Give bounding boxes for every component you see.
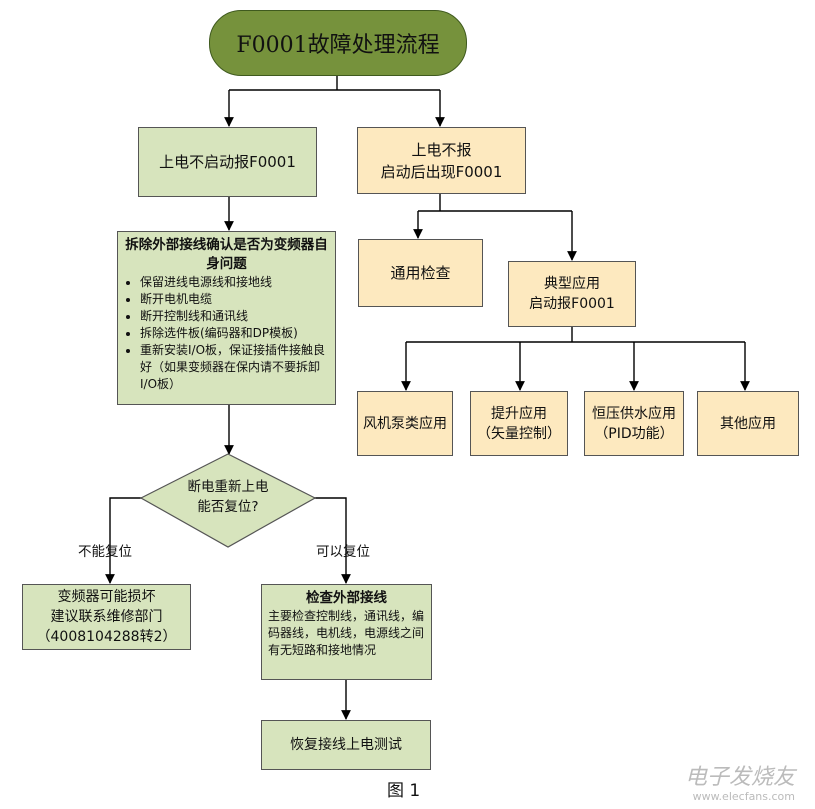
check-external-body: 主要检查控制线，通讯线，编码器线，电机线，电源线之间有无短路和接地情况 xyxy=(268,609,425,657)
check-remove-box: 拆除外部接线确认是否为变频器自身问题 保留进线电源线和接地线 断开电机电缆 断开… xyxy=(117,231,336,405)
damaged-line3: （4008104288转2） xyxy=(36,629,177,645)
app-fan-pump-box: 风机泵类应用 xyxy=(357,391,453,456)
general-check-label: 通用检查 xyxy=(390,264,451,282)
list-item: 保留进线电源线和接地线 xyxy=(140,274,329,291)
list-item: 断开控制线和通讯线 xyxy=(140,308,329,325)
edge-label-no: 不能复位 xyxy=(78,544,132,560)
connector-start-split xyxy=(229,74,440,91)
app-constant-pressure-box: 恒压供水应用 （PID功能） xyxy=(584,391,684,456)
app-sublabel: （PID功能） xyxy=(594,425,674,442)
list-item: 拆除选件板(编码器和DP模板) xyxy=(140,325,329,342)
damaged-line2: 建议联系维修部门 xyxy=(50,609,163,625)
app-other-box: 其他应用 xyxy=(697,391,799,456)
list-item: 重新安装I/O板，保证接插件接触良好（如果变频器在保内请不要拆卸I/O板） xyxy=(140,342,329,393)
app-label: 其他应用 xyxy=(720,415,776,432)
app-hoist-box: 提升应用 （矢量控制） xyxy=(470,391,568,456)
connector-apps-split xyxy=(406,327,745,343)
app-sublabel: （矢量控制） xyxy=(477,425,561,442)
right-branch-box: 上电不报 启动后出现F0001 xyxy=(357,127,526,194)
edge-label-yes: 可以复位 xyxy=(316,544,370,560)
check-remove-list: 保留进线电源线和接地线 断开电机电缆 断开控制线和通讯线 拆除选件板(编码器和D… xyxy=(124,274,329,393)
decision-diamond xyxy=(139,453,317,548)
watermark-main: 电子发烧友 xyxy=(684,765,795,790)
connector-right-split xyxy=(418,194,572,212)
list-item: 断开电机电缆 xyxy=(140,291,329,308)
check-external-title: 检查外部接线 xyxy=(306,590,387,606)
start-label: F0001故障处理流程 xyxy=(236,33,440,58)
typical-app-line2: 启动报F0001 xyxy=(529,296,615,312)
app-label: 风机泵类应用 xyxy=(363,415,447,432)
decision-line1: 断电重新上电 xyxy=(187,479,269,495)
typical-app-line1: 典型应用 xyxy=(544,276,600,292)
app-label: 恒压供水应用 xyxy=(592,405,676,422)
right-branch-line2: 启动后出现F0001 xyxy=(380,162,503,181)
restore-label: 恢复接线上电测试 xyxy=(290,737,402,753)
left-branch-box: 上电不启动报F0001 xyxy=(138,127,317,197)
restore-box: 恢复接线上电测试 xyxy=(261,720,431,770)
check-remove-title: 拆除外部接线确认是否为变频器自身问题 xyxy=(125,237,328,272)
watermark-sub: www.elecfans.com xyxy=(692,790,795,803)
decision-line2: 能否复位? xyxy=(197,499,259,515)
watermark: 电子发烧友 www.elecfans.com xyxy=(684,765,795,804)
app-label: 提升应用 xyxy=(491,405,547,422)
start-node: F0001故障处理流程 xyxy=(209,10,467,76)
damaged-line1: 变频器可能损坏 xyxy=(57,589,156,605)
figure-caption: 图 1 xyxy=(387,781,421,801)
general-check-box: 通用检查 xyxy=(358,239,483,307)
damaged-box: 变频器可能损坏 建议联系维修部门 （4008104288转2） xyxy=(22,584,191,650)
decision-label: 断电重新上电 能否复位? xyxy=(160,477,296,517)
right-branch-line1: 上电不报 xyxy=(411,140,472,159)
typical-app-box: 典型应用 启动报F0001 xyxy=(508,261,636,327)
check-external-box: 检查外部接线 主要检查控制线，通讯线，编码器线，电机线，电源线之间有无短路和接地… xyxy=(261,584,432,680)
left-branch-label: 上电不启动报F0001 xyxy=(159,153,296,171)
